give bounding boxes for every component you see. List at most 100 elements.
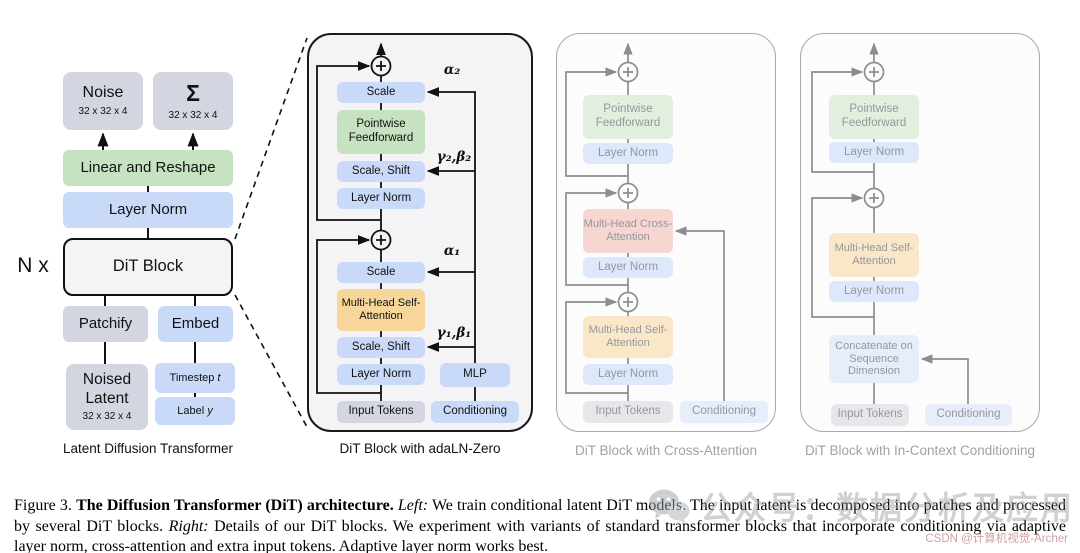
noise-label: Noise <box>82 84 124 102</box>
alpha2-label: α₂ <box>443 62 461 78</box>
adaln-plus-circle-icons <box>370 55 392 251</box>
noised-latent-box: Noised Latent 32 x 32 x 4 <box>66 364 148 430</box>
patchify-label: Patchify <box>78 315 133 333</box>
adaln-mlp-box: MLP <box>440 363 510 387</box>
left-marker: Left: <box>397 497 429 514</box>
timestep-var: t <box>217 371 221 384</box>
adaln-conditioning-box: Conditioning <box>431 401 519 423</box>
cross-mhsa-label: Multi-Head Self-Attention <box>588 324 668 349</box>
right-description: Details of our DiT blocks. We experiment… <box>14 517 1067 553</box>
noised-latent-label: Noised Latent <box>82 371 132 407</box>
sigma-dims: 32 x 32 x 4 <box>168 110 218 122</box>
left-diagram-caption: Latent Diffusion Transformer <box>62 441 234 456</box>
adaln-scale-shift-bottom-box: Scale, Shift <box>337 337 425 358</box>
left-description: We train conditional latent DiT models. … <box>14 497 1067 535</box>
adaln-pointwise-ff-label: Pointwise Feedforward <box>348 118 414 144</box>
incontext-mhsa-label: Multi-Head Self-Attention <box>834 242 914 267</box>
linear-reshape-box: Linear and Reshape <box>63 150 233 186</box>
adaln-scale-bottom-label: Scale <box>366 265 396 278</box>
adaln-scale-top-label: Scale <box>366 85 396 98</box>
gamma-beta2-label: γ₂,β₂ <box>436 149 472 165</box>
dit-block-label: DiT Block <box>112 257 184 276</box>
adaln-layer-norm-top-box: Layer Norm <box>337 188 425 209</box>
incontext-conditioning-box: Conditioning <box>925 404 1012 426</box>
adaln-input-tokens-box: Input Tokens <box>337 401 425 423</box>
adaln-conditioning-label: Conditioning <box>443 405 507 418</box>
adaln-mlp-label: MLP <box>463 368 487 381</box>
gamma-beta1-label: γ₁,β₁ <box>436 325 472 341</box>
patchify-box: Patchify <box>63 306 148 342</box>
incontext-caption: DiT Block with In-Context Conditioning <box>804 443 1036 458</box>
adaln-caption: DiT Block with adaLN-Zero <box>339 441 501 456</box>
noise-box: Noise 32 x 32 x 4 <box>63 72 143 130</box>
incontext-concat-box: Concatenate on Sequence Dimension <box>829 335 919 383</box>
adaln-lines <box>316 42 476 401</box>
cross-mhca-box: Multi-Head Cross-Attention <box>583 209 673 253</box>
layer-norm-box: Layer Norm <box>63 192 233 228</box>
embed-label: Embed <box>171 315 220 333</box>
cross-conditioning-box: Conditioning <box>680 401 768 423</box>
adaln-scale-shift-bottom-label: Scale, Shift <box>351 340 411 353</box>
incontext-conditioning-label: Conditioning <box>936 408 1001 421</box>
cross-layer-norm-c-box: Layer Norm <box>583 364 673 385</box>
cross-mhsa-box: Multi-Head Self-Attention <box>583 316 673 358</box>
n-times-label: N x <box>17 254 49 277</box>
cross-lines <box>565 42 725 401</box>
figure-number: Figure 3. <box>14 497 72 514</box>
label-y-label: Label <box>177 404 205 417</box>
cross-layer-norm-b-box: Layer Norm <box>583 257 673 278</box>
cross-input-tokens-box: Input Tokens <box>583 401 673 423</box>
incontext-pointwise-ff-label: Pointwise Feedforward <box>841 103 907 129</box>
adaln-mhsa-label: Multi-Head Self-Attention <box>341 297 421 322</box>
embed-box: Embed <box>158 306 233 342</box>
adaln-scale-shift-top-box: Scale, Shift <box>337 161 425 182</box>
cross-layer-norm-c-label: Layer Norm <box>597 367 659 380</box>
incontext-layer-norm-a-label: Layer Norm <box>843 145 905 158</box>
layer-norm-label: Layer Norm <box>108 201 188 219</box>
adaln-scale-shift-top-label: Scale, Shift <box>351 164 411 177</box>
figure-title: The Diffusion Transformer (DiT) architec… <box>76 497 394 514</box>
incontext-mhsa-box: Multi-Head Self-Attention <box>829 233 919 277</box>
cross-input-tokens-label: Input Tokens <box>595 405 661 418</box>
cross-layer-norm-b-label: Layer Norm <box>597 260 659 273</box>
incontext-layer-norm-a-box: Layer Norm <box>829 142 919 163</box>
adaln-layer-norm-top-label: Layer Norm <box>350 191 412 204</box>
sigma-label: Σ <box>186 80 200 107</box>
cross-pointwise-ff-label: Pointwise Feedforward <box>595 103 661 129</box>
cross-mhca-label: Multi-Head Cross-Attention <box>583 218 673 243</box>
incontext-pointwise-ff-box: Pointwise Feedforward <box>829 95 919 139</box>
incontext-concat-label: Concatenate on Sequence Dimension <box>835 339 913 378</box>
incontext-layer-norm-b-box: Layer Norm <box>829 281 919 302</box>
adaln-scale-bottom-box: Scale <box>337 262 425 283</box>
left-diagram-lines <box>97 132 199 397</box>
incontext-layer-norm-b-label: Layer Norm <box>843 284 905 297</box>
cross-layer-norm-a-label: Layer Norm <box>597 146 659 159</box>
sigma-box: Σ 32 x 32 x 4 <box>153 72 233 130</box>
adaln-input-tokens-label: Input Tokens <box>348 405 414 418</box>
adaln-layer-norm-bottom-box: Layer Norm <box>337 364 425 385</box>
noised-latent-dims: 32 x 32 x 4 <box>82 410 132 422</box>
noise-dims: 32 x 32 x 4 <box>78 106 128 118</box>
adaln-scale-top-box: Scale <box>337 82 425 103</box>
right-marker: Right: <box>168 517 209 535</box>
cross-conditioning-label: Conditioning <box>692 405 756 418</box>
figure-caption: Figure 3. The Diffusion Transformer (DiT… <box>14 496 1066 553</box>
linear-reshape-label: Linear and Reshape <box>80 159 216 177</box>
incontext-input-tokens-box: Input Tokens <box>831 404 909 426</box>
incontext-input-tokens-label: Input Tokens <box>837 408 903 421</box>
alpha1-label: α₁ <box>443 243 461 259</box>
timestep-label: Timestep <box>169 371 215 384</box>
cross-plus-circle-icons <box>617 61 639 313</box>
cross-caption: DiT Block with Cross-Attention <box>574 443 758 458</box>
incontext-plus-circle-icons <box>863 61 885 209</box>
incontext-lines <box>811 42 969 404</box>
label-y-var: y <box>207 404 213 417</box>
adaln-mhsa-box: Multi-Head Self-Attention <box>337 289 425 331</box>
cross-layer-norm-a-box: Layer Norm <box>583 143 673 164</box>
zoom-dashed-lines <box>234 37 308 428</box>
dit-block-box: DiT Block <box>63 238 233 296</box>
adaln-pointwise-ff-box: Pointwise Feedforward <box>337 110 425 154</box>
